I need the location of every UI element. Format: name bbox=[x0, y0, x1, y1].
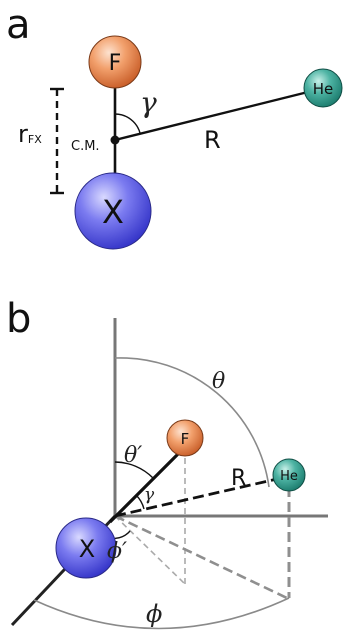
f-projection-base bbox=[114, 515, 186, 585]
panel-b-letter: b bbox=[6, 296, 31, 342]
theta-label: θ bbox=[212, 369, 225, 394]
center-of-mass-label: C.M. bbox=[71, 139, 100, 154]
panel-b: b X F He θ θ′ γ R ϕ′ bbox=[6, 296, 328, 630]
gamma-label: γ bbox=[140, 86, 157, 119]
fluorine-atom bbox=[88, 35, 142, 89]
phi-label: ϕ bbox=[146, 600, 162, 628]
r-3d-label: R bbox=[231, 466, 246, 491]
x-atom bbox=[74, 172, 152, 250]
he-projection-base bbox=[114, 514, 288, 600]
x-atom-label: X bbox=[102, 193, 124, 231]
fluorine-3d-label: F bbox=[181, 430, 190, 448]
rfx-main: r bbox=[18, 120, 28, 148]
x-atom-3d-label: X bbox=[79, 535, 95, 563]
phi-arc bbox=[33, 597, 290, 630]
theta-arc bbox=[114, 357, 270, 488]
helium-3d-label: He bbox=[280, 469, 298, 484]
x-atom-3d bbox=[55, 517, 117, 579]
rfx-label: rFX bbox=[18, 120, 42, 148]
phi-prime-label: ϕ′ bbox=[107, 539, 127, 564]
panel-a-letter: a bbox=[6, 2, 31, 48]
r-label: R bbox=[204, 126, 221, 154]
gamma-angle-arc bbox=[114, 113, 141, 134]
vector-r-3d bbox=[114, 477, 278, 518]
gamma-3d-label: γ bbox=[144, 485, 155, 505]
panel-a: a F X He γ R C.M. rFX bbox=[6, 2, 343, 250]
theta-prime-label: θ′ bbox=[124, 443, 142, 468]
theta-prime-arc bbox=[114, 461, 154, 479]
helium-atom-3d bbox=[272, 458, 306, 492]
bond-f-x-3d bbox=[108, 445, 187, 524]
gamma-arc-3d bbox=[135, 494, 145, 510]
helium-label: He bbox=[313, 80, 334, 98]
center-of-mass-dot bbox=[110, 135, 120, 145]
rfx-subscript: FX bbox=[28, 133, 42, 146]
fluorine-label: F bbox=[109, 51, 122, 76]
helium-atom bbox=[303, 68, 343, 108]
fluorine-atom-3d bbox=[166, 419, 204, 457]
vector-r bbox=[114, 89, 313, 142]
